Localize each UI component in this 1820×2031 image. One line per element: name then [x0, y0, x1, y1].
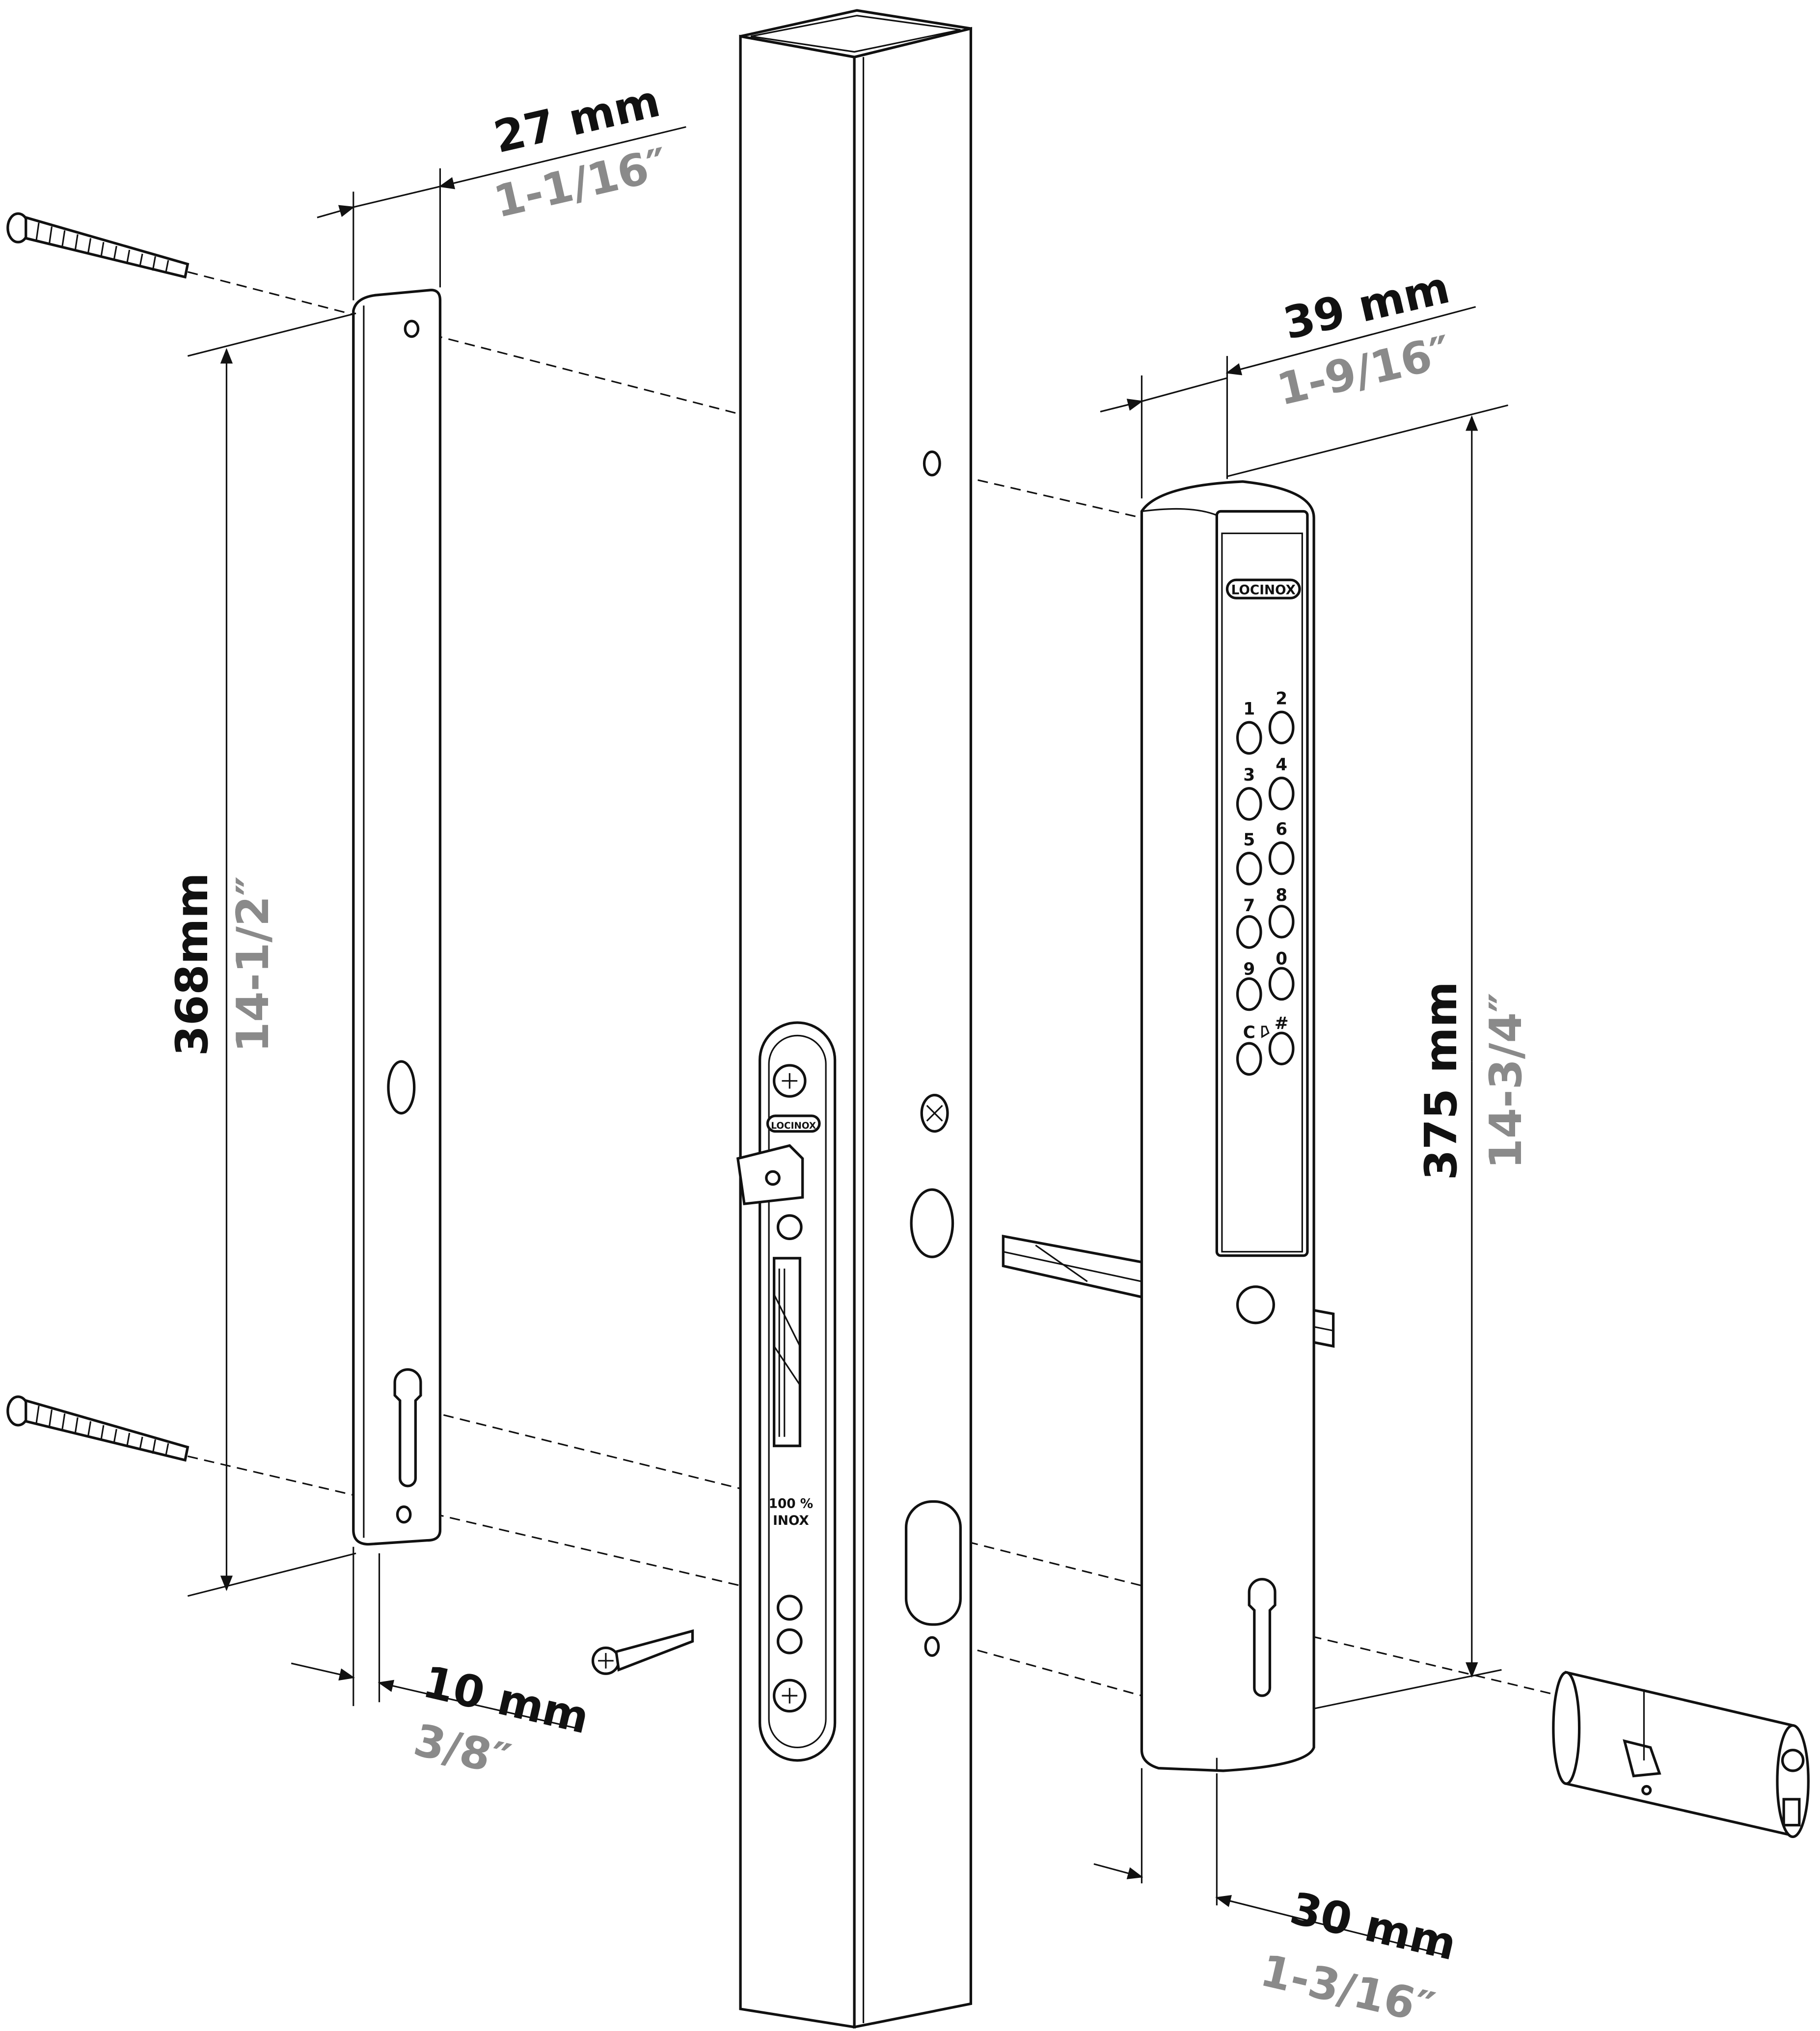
svg-text:9: 9 [1243, 959, 1255, 979]
key-1[interactable]: 1 [1236, 700, 1262, 755]
dim-375mm-metric: 375 mm [1416, 981, 1467, 1180]
dim-368mm-metric: 368mm [167, 872, 218, 1056]
key-hash[interactable]: # [1268, 1014, 1295, 1066]
svg-text:6: 6 [1276, 820, 1287, 839]
key-4[interactable]: 4 [1268, 755, 1295, 811]
mortise-lock: LOCINOX 100 % INOX [736, 1021, 837, 1762]
key-2[interactable]: 2 [1268, 689, 1295, 745]
long-screw-top [6, 212, 190, 279]
key-7[interactable]: 7 [1236, 896, 1262, 949]
dimension-368mm: 368mm 14-1/2″ [167, 312, 356, 1597]
dimension-30mm: 30 mm 1-3/16″ [1093, 1768, 1461, 2031]
euro-cylinder [1552, 1671, 1810, 1839]
mortise-brand-logo: LOCINOX [771, 1121, 816, 1131]
dimension-27mm: 27 mm 1-1/16″ [317, 76, 686, 300]
bell-icon [1261, 1026, 1270, 1038]
svg-text:3: 3 [1243, 765, 1255, 785]
back-plate [352, 289, 442, 1546]
keypad-brand-logo: LOCINOX [1231, 583, 1296, 597]
dim-368mm-imperial: 14-1/2″ [228, 876, 279, 1053]
keypad: 1 2 3 4 5 6 7 8 9 0 C # [1236, 689, 1295, 1076]
dimension-39mm: 39 mm 1-9/16″ [1100, 262, 1476, 499]
key-8[interactable]: 8 [1268, 886, 1295, 939]
svg-text:7: 7 [1243, 896, 1255, 916]
lock-label-line1: 100 % [769, 1497, 814, 1512]
key-5[interactable]: 5 [1236, 830, 1262, 886]
svg-text:1: 1 [1243, 700, 1255, 719]
dim-10mm-imperial: 3/8″ [409, 1715, 515, 1787]
svg-text:2: 2 [1276, 689, 1287, 708]
svg-text:5: 5 [1243, 830, 1255, 850]
key-3[interactable]: 3 [1236, 765, 1262, 821]
dim-375mm-imperial: 14-3/4″ [1481, 993, 1532, 1169]
key-0[interactable]: 0 [1268, 949, 1295, 1001]
svg-text:8: 8 [1276, 886, 1287, 905]
long-screw-bottom [6, 1395, 190, 1462]
dimension-10mm: 10 mm 3/8″ [291, 1546, 594, 1787]
svg-text:#: # [1275, 1014, 1289, 1033]
small-screw [591, 1629, 694, 1675]
svg-text:0: 0 [1276, 949, 1287, 969]
key-clear[interactable]: C [1236, 1023, 1262, 1076]
lock-label-line2: INOX [773, 1514, 809, 1528]
key-9[interactable]: 9 [1236, 959, 1262, 1011]
dimension-375mm: 375 mm 14-3/4″ [1227, 404, 1532, 1709]
svg-text:C: C [1243, 1023, 1255, 1043]
keypad-plate: LOCINOX [1140, 480, 1315, 1772]
svg-text:4: 4 [1276, 755, 1287, 775]
key-6[interactable]: 6 [1268, 820, 1295, 875]
